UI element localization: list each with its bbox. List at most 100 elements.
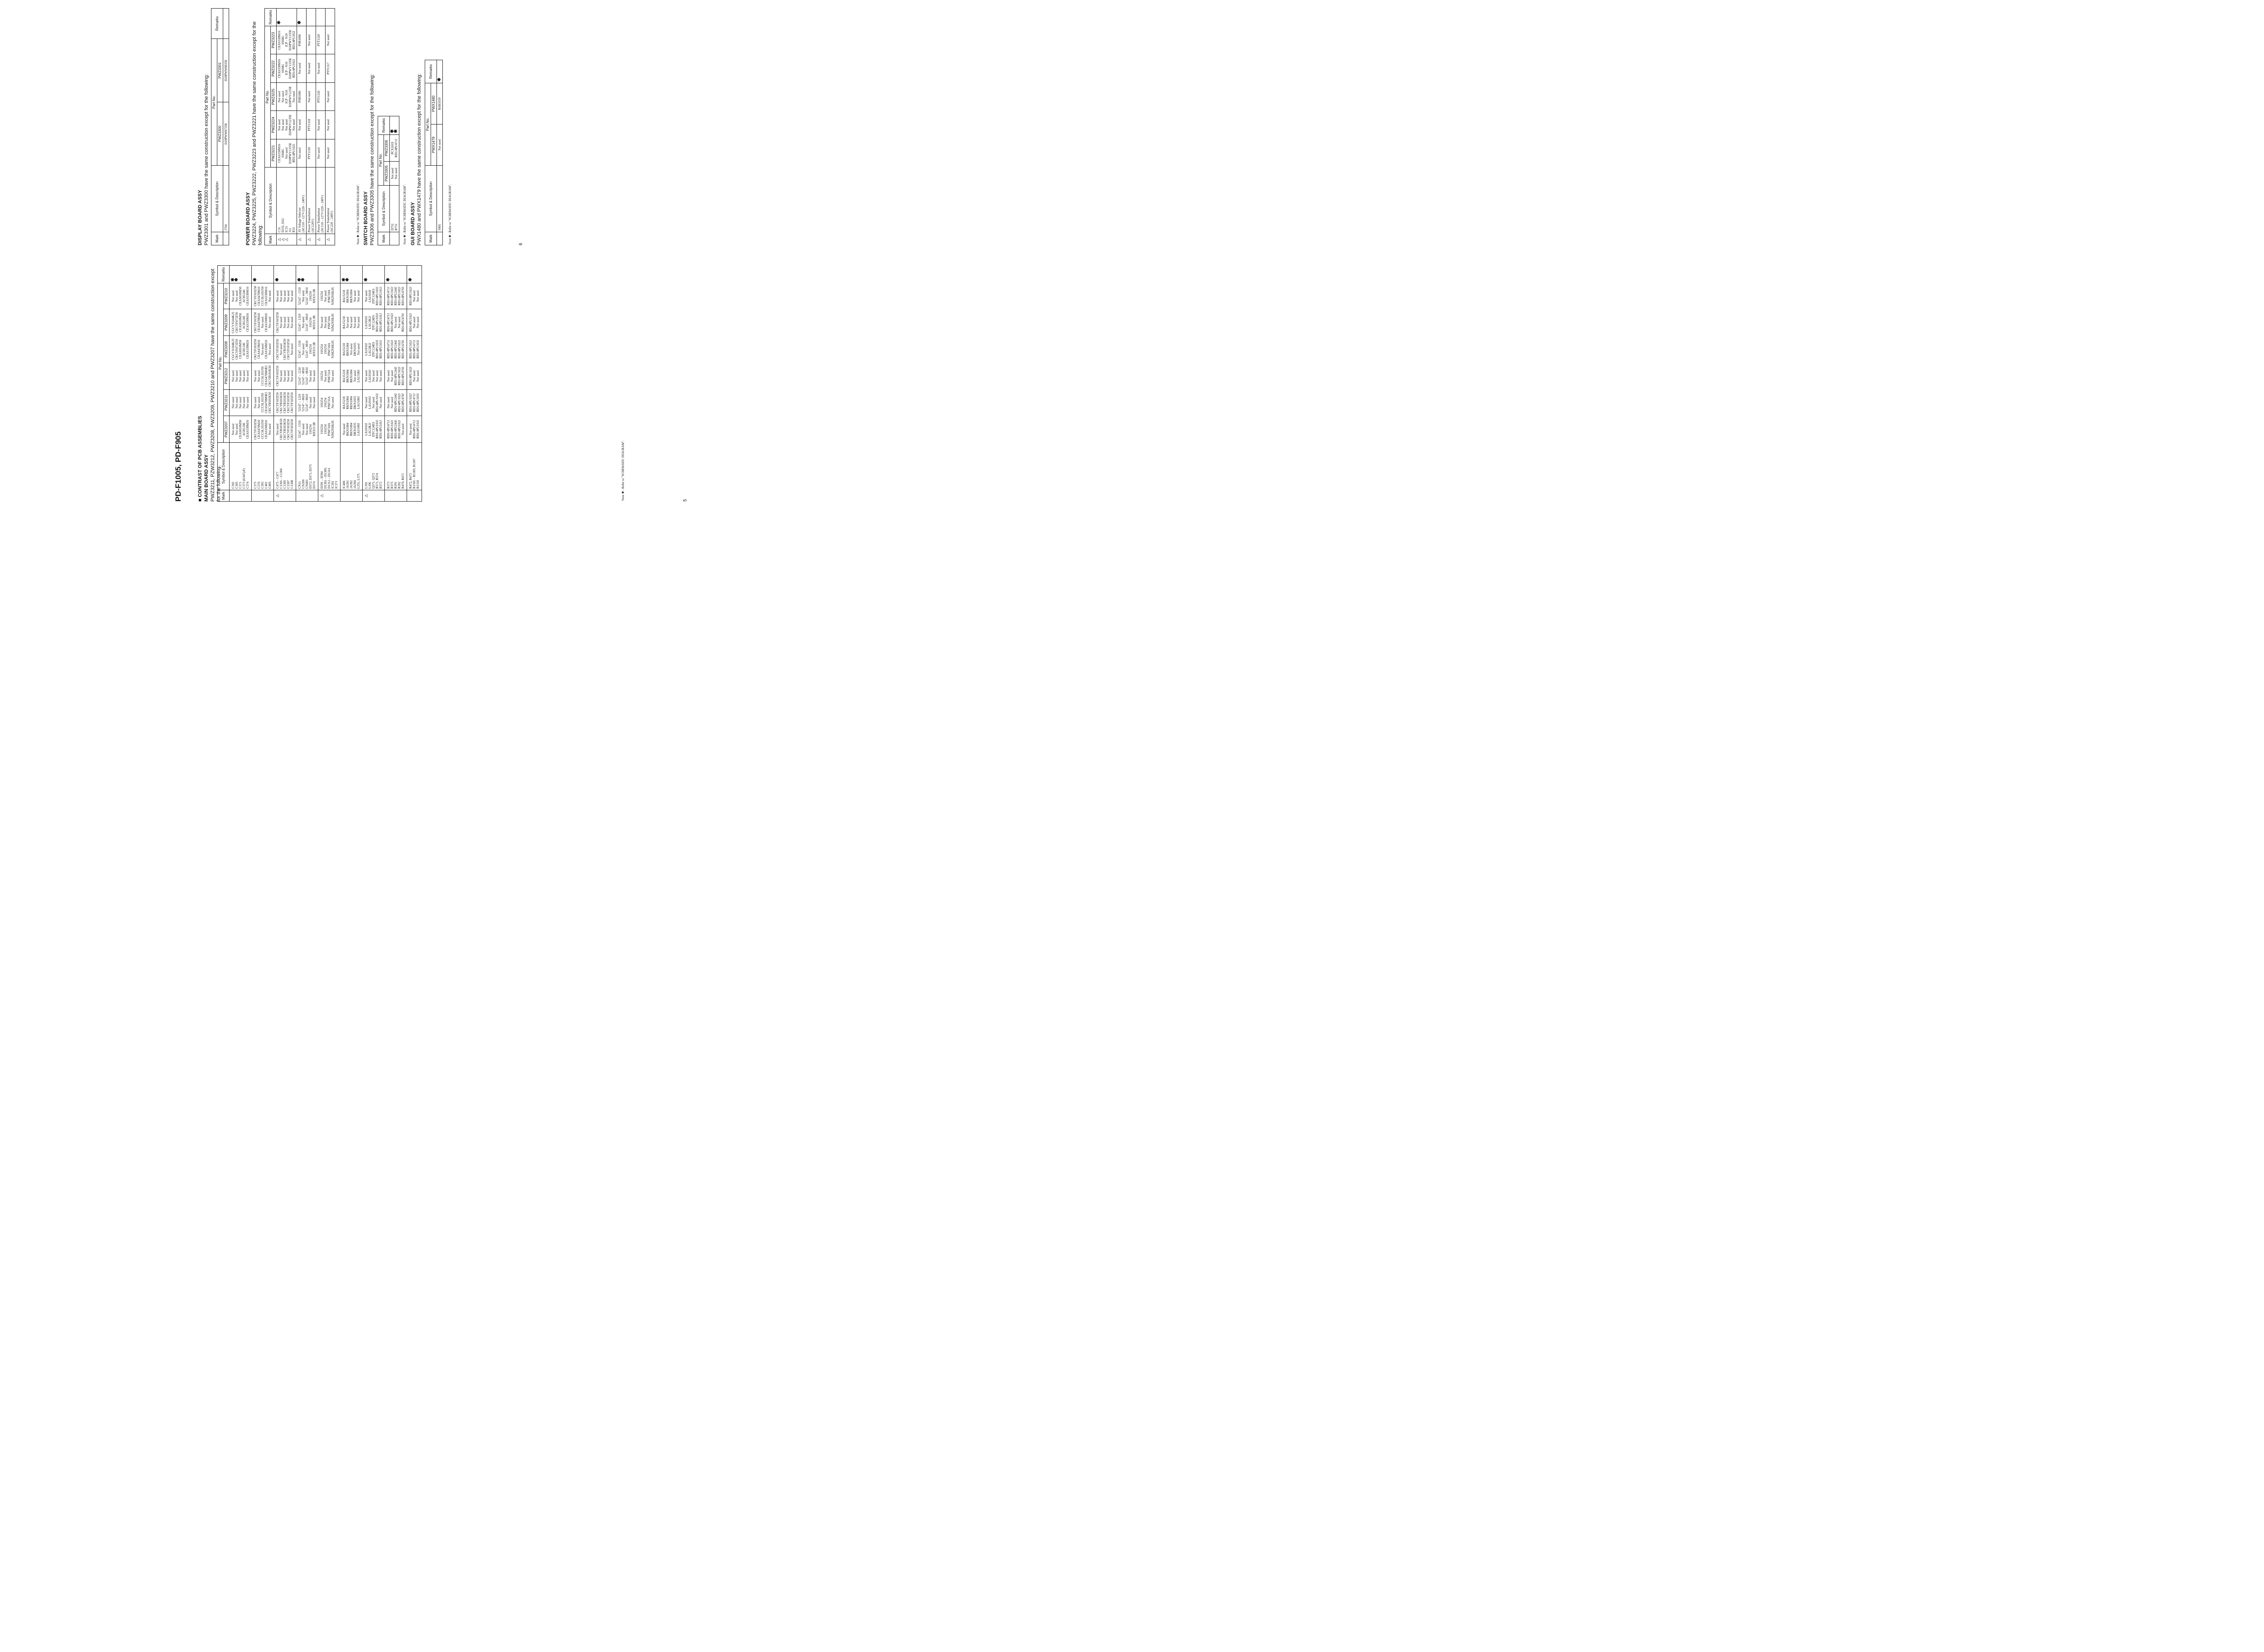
gui-value-cell: Not used (436, 124, 443, 166)
main-symbol-line: CN11 (298, 481, 302, 489)
main-value-line: Not used (320, 316, 324, 328)
power-symbol-line: S5 Voltage Selector (298, 207, 302, 233)
power-value-line: ICP – N10 (285, 90, 288, 104)
main-value-line: 1SS254 (324, 397, 327, 408)
main-value-line: DTC124ES (372, 421, 375, 437)
main-value-line: Not used (287, 316, 290, 328)
switch-value-line: PCX1019 (391, 142, 394, 154)
main-value-line: 1SS254 (320, 371, 324, 381)
main-value-line: Not used (379, 397, 383, 408)
main-value-line: RKN1004 (346, 422, 350, 436)
main-value-line: RD1/4PU103J (416, 393, 420, 412)
main-value-line: Not used (365, 290, 368, 302)
main-value-line: DTC124ES (372, 288, 375, 304)
power-value-line: PTT1318 (307, 119, 311, 131)
power-value-line: RD1/4PU102J (292, 31, 296, 50)
main-value-line: RD1/4PU103J (375, 340, 379, 359)
main-value-line: Not used (268, 316, 272, 328)
main-value-line: ACH1246 (242, 289, 246, 303)
main-value-line: Not used (353, 370, 357, 382)
main-value-line: LAU100J (357, 423, 360, 436)
main-symbol-line: C401 (264, 482, 268, 489)
switch-value-line: Not used (394, 168, 398, 179)
main-mark-cell: ⚠ (273, 490, 296, 502)
main-value-line: 52147 – 1310 (298, 421, 302, 438)
power-mark-cell: ⚠⚠⚠ (276, 234, 297, 245)
main-value-line: Not used (390, 370, 394, 382)
main-value-line: Not used (353, 290, 357, 302)
switch-mark-header: Mark (378, 232, 390, 245)
main-value-line: RKN1004 (350, 422, 353, 436)
main-value-line: 52147 – 0810 (305, 367, 309, 385)
main-value-line: LAU010J (368, 396, 372, 409)
main-mark-cell (384, 490, 407, 502)
power-symbol-line: IC31 (285, 226, 288, 233)
main-value-line: PJM718A (327, 423, 331, 436)
main-value-line: LAU2R2J (368, 343, 372, 356)
main-symbol-line: D372, D373, D375 (309, 464, 312, 489)
power-partno-header: Part No. (264, 26, 271, 168)
main-symbol-line: JA391 (346, 480, 350, 489)
switch-symbol-header: Symbol & Description (378, 185, 390, 232)
main-value-line: ACH1246 (242, 343, 246, 356)
power-symbol-cell: Power Transformer(AC110 – 127V/220 – 240… (316, 167, 326, 234)
main-value-line: Not used (239, 370, 242, 382)
power-symbol-line: Power Transformer (326, 207, 330, 233)
main-value-line: Not used (401, 423, 405, 435)
display-col-header: PWZ3300 (217, 102, 223, 166)
power-value-cell: Not used (297, 54, 307, 83)
main-value-line: RD1/4PU471J (387, 313, 390, 332)
main-value-line: PJM733A (327, 396, 331, 409)
power-value-cell: Not used (316, 54, 326, 83)
display-value-cell: D20PWW0735E (223, 102, 229, 166)
main-value-line: Not used (287, 290, 290, 302)
power-value-line: PTT1318 (307, 147, 311, 159)
switch-mark-cell (389, 232, 399, 245)
main-value-line: Not used (324, 316, 327, 328)
main-value-line: Not used (357, 316, 360, 328)
main-remark-cell: ✱✱ (340, 265, 363, 283)
model-title: PD-F1005, PD-F905 (174, 431, 182, 502)
gui-board-intro: PWX1480 and PWX1479 have the same constr… (417, 73, 422, 245)
main-value-line: RD1/4PU101J (379, 420, 383, 439)
main-symbol-line: R392 (398, 482, 401, 489)
main-value-line: Not used (302, 344, 305, 355)
main-value-line: CEAS330M16 (264, 340, 268, 359)
main-col-header: PWZ3208 (223, 335, 230, 363)
main-remarks-header: Remarks (217, 265, 230, 283)
main-symbol-line: IC301 (331, 480, 335, 489)
main-value-line: Not used (261, 316, 264, 328)
power-value-line: ICP – N10 (285, 62, 288, 76)
power-value-cell: PSB1006 (297, 26, 307, 54)
main-value-line: LAU100J (357, 396, 360, 409)
display-board-table: Mark Symbol & Description Part No. Remar… (211, 8, 229, 245)
main-value-line: RD1/4PU102J (390, 287, 394, 306)
main-value-line: RD1/4PU470J (401, 367, 405, 386)
main-value-line: DTC124ES (372, 342, 375, 357)
power-value-line: CEAS330M16 (278, 30, 281, 50)
main-value-line: RD1/4PU102J (398, 393, 401, 412)
main-symbol-line: L392 (365, 482, 368, 489)
main-value-line: 1SS254 (309, 344, 312, 354)
page-number-left: 5 (683, 499, 688, 502)
main-mark-cell: ⚠ (318, 490, 341, 502)
main-remark-cell: ✱✱ (296, 265, 318, 283)
power-symbol-cell: Power Transformer(AC220 – 240V) (325, 167, 335, 234)
main-value-line: Not used (290, 316, 294, 328)
power-value-line: Not used (307, 34, 311, 46)
power-remark-cell: ✱ (297, 8, 307, 26)
power-value-line: Not used (326, 147, 330, 159)
